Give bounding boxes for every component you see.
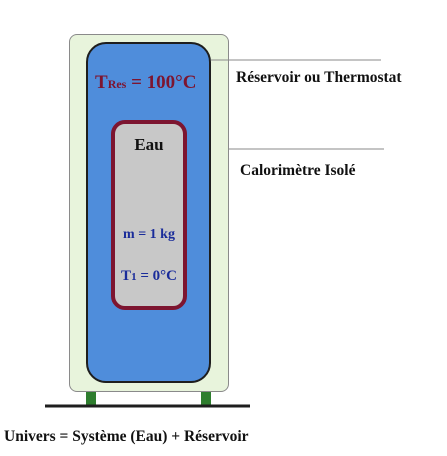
water-name: Eau (134, 135, 164, 154)
universe-caption: Univers = Système (Eau) + Réservoir (4, 428, 249, 445)
water-vessel (111, 120, 187, 310)
stand-left-foot (86, 392, 96, 406)
water-temperature: T1 = 0°C (121, 268, 177, 284)
reservoir-temperature: TRes = 100°C (95, 72, 197, 93)
reservoir-label: Réservoir ou Thermostat (236, 69, 402, 86)
stand-right-foot (201, 392, 211, 406)
calorimeter-label: Calorimètre Isolé (240, 162, 356, 179)
water-mass: m = 1 kg (123, 227, 175, 242)
